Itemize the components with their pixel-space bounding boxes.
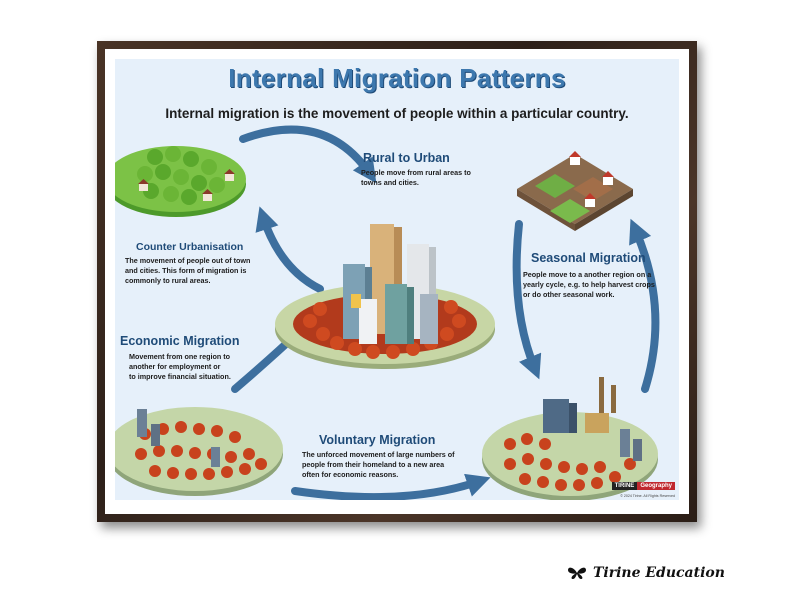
counter-urbanisation-heading: Counter Urbanisation bbox=[136, 241, 244, 253]
poster-subtitle: Internal migration is the movement of pe… bbox=[165, 106, 629, 121]
arrow-seasonal-up bbox=[629, 218, 660, 393]
rural-village-illustration bbox=[115, 146, 246, 217]
arrow-voluntary bbox=[291, 473, 491, 500]
arrow-counter-urbanisation bbox=[255, 206, 324, 293]
voluntary-migration-heading: Voluntary Migration bbox=[319, 433, 436, 447]
industrial-city-illustration bbox=[482, 377, 658, 500]
poster-mat: Internal Migration Patterns Internal mig… bbox=[105, 49, 689, 514]
town-illustration bbox=[115, 407, 283, 496]
picture-frame: Internal Migration Patterns Internal mig… bbox=[97, 41, 697, 522]
poster: Internal Migration Patterns Internal mig… bbox=[115, 59, 679, 500]
economic-migration-text: Movement from one region to another for … bbox=[129, 352, 231, 381]
counter-urbanisation-text: The movement of people out of town and c… bbox=[125, 256, 251, 285]
brand-name: Tirine Education bbox=[593, 565, 725, 581]
arrow-rural-to-urban bbox=[239, 125, 377, 184]
seasonal-migration-heading: Seasonal Migration bbox=[531, 251, 646, 265]
arrow-seasonal-down bbox=[512, 220, 542, 380]
butterfly-icon bbox=[568, 567, 586, 579]
farmland-illustration bbox=[517, 151, 633, 231]
brand-signature: Tirine Education bbox=[566, 565, 725, 581]
poster-title: Internal Migration Patterns bbox=[228, 63, 566, 93]
copyright-notice: © 2024 Tirine. All Rights Reserved bbox=[620, 494, 675, 498]
poster-illustrations bbox=[115, 125, 660, 500]
rural-to-urban-heading: Rural to Urban bbox=[363, 151, 450, 165]
rural-to-urban-text: People move from rural areas to towns an… bbox=[361, 168, 471, 187]
seasonal-migration-text: People move to a another region on a yea… bbox=[523, 270, 655, 299]
economic-migration-heading: Economic Migration bbox=[120, 334, 240, 348]
voluntary-migration-text: The unforced movement of large numbers o… bbox=[302, 450, 455, 479]
city-illustration bbox=[275, 224, 495, 369]
